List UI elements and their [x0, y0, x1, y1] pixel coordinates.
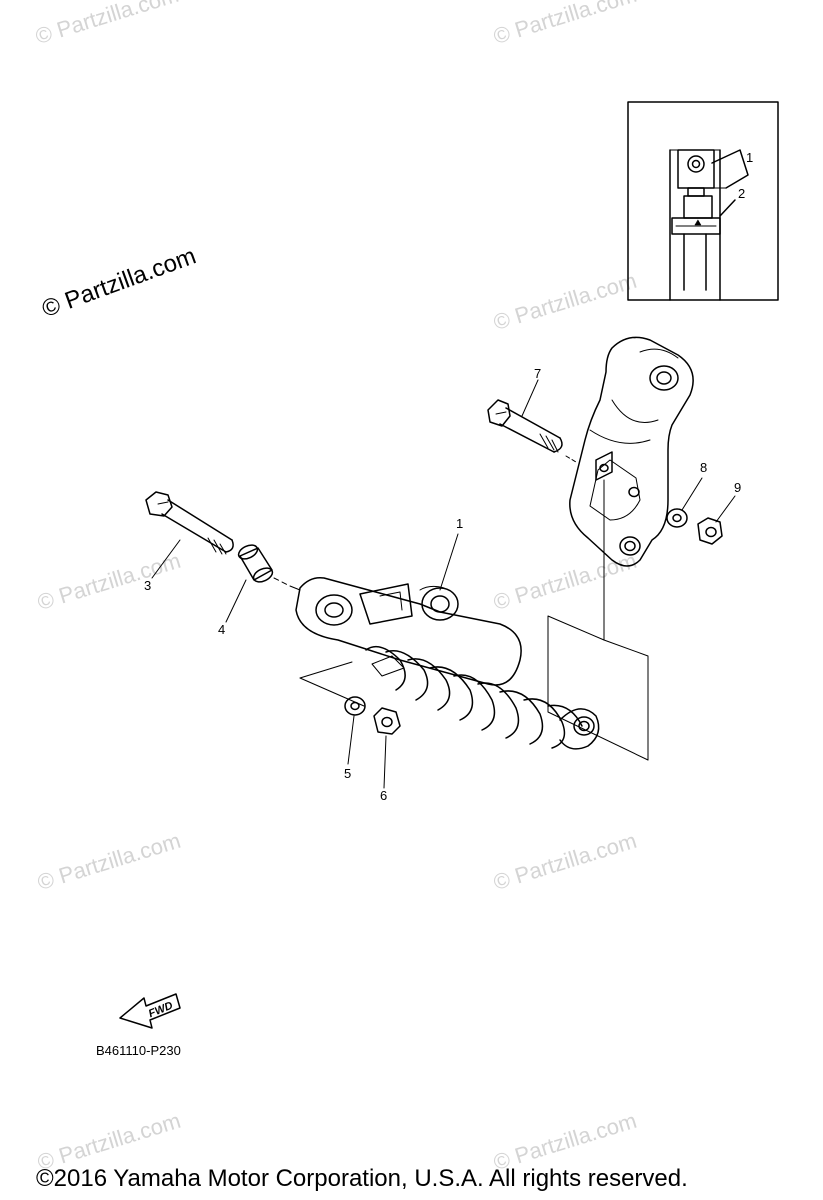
callout-4: 4: [218, 622, 225, 637]
callout-inset-1: 1: [746, 150, 753, 165]
fwd-label: FWD: [147, 1000, 175, 1021]
nut-6: [373, 707, 401, 735]
callout-7: 7: [534, 366, 541, 381]
washer-5: [344, 696, 366, 716]
bolt-7: [487, 399, 577, 463]
fwd-arrow-icon: [119, 993, 181, 1029]
diagram-code: B461110-P230: [96, 1043, 181, 1058]
collar-4: [237, 544, 291, 587]
bolt-3: [145, 491, 234, 555]
nut-9: [697, 517, 723, 545]
shock-absorber-1: [295, 576, 600, 750]
callout-inset-2: 2: [738, 186, 745, 201]
callout-6: 6: [380, 788, 387, 803]
relay-arm: [569, 336, 694, 567]
callout-1: 1: [456, 516, 463, 531]
callout-3: 3: [144, 578, 151, 593]
callout-8: 8: [700, 460, 707, 475]
copyright-text: ©2016 Yamaha Motor Corporation, U.S.A. A…: [36, 1165, 688, 1192]
callout-9: 9: [734, 480, 741, 495]
inset-detail: [627, 101, 779, 301]
washer-8: [666, 508, 688, 528]
callout-5: 5: [344, 766, 351, 781]
